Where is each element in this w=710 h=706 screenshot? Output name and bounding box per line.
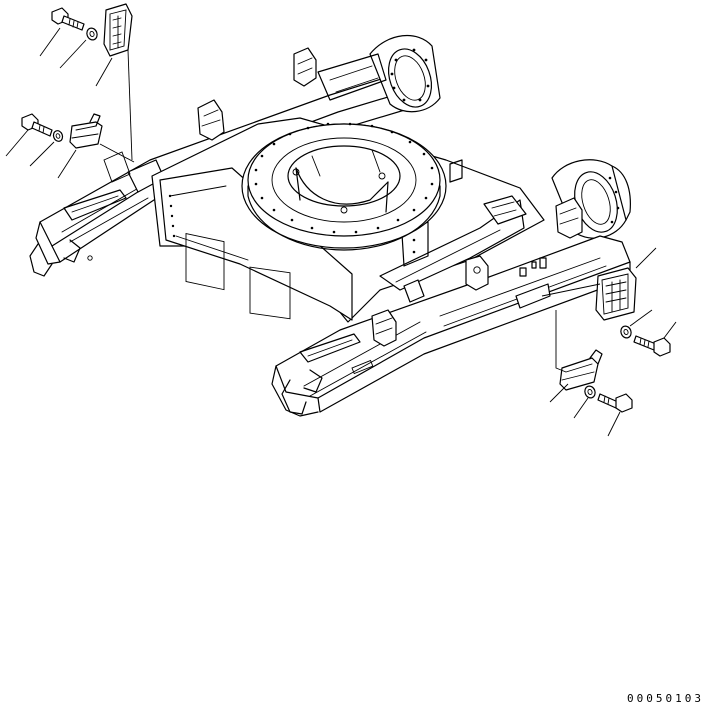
- left-rear-bolt: [21, 113, 53, 137]
- right-rear-washer: [584, 385, 596, 399]
- swing-circle: [241, 122, 447, 251]
- right-front-leaders: [541, 247, 677, 339]
- bolt-hole-row-left: [168, 194, 176, 238]
- right-rear-leaders: [549, 310, 621, 437]
- right-front-washer: [620, 325, 632, 339]
- left-rear-bracket: [69, 113, 103, 149]
- right-sprocket-ring: [551, 159, 631, 239]
- right-front-guard-plate: [595, 267, 637, 321]
- figure-code: 00050103: [627, 692, 704, 705]
- left-rear-washer: [52, 130, 64, 142]
- right-front-bolt: [633, 335, 671, 357]
- upper-sprocket-ring: [317, 34, 441, 113]
- swing-circle-bolt-holes: [254, 122, 434, 234]
- right-rear-bracket: [559, 349, 603, 391]
- left-front-guard-plate: [103, 3, 133, 57]
- lower-side-frame: [271, 235, 631, 417]
- track-frame: [29, 34, 631, 417]
- left-front-washer: [86, 27, 98, 41]
- left-front-bolt: [51, 7, 85, 31]
- right-rear-bolt: [597, 393, 633, 413]
- left-rear-leaders: [5, 129, 135, 179]
- left-front-leaders: [39, 27, 133, 161]
